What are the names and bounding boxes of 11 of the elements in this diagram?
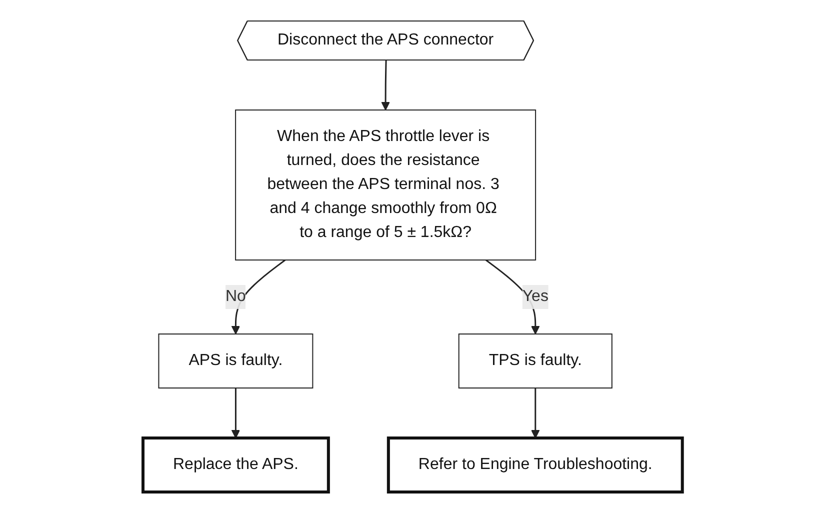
- node-box: APS is faulty.: [158, 333, 314, 388]
- arrow: [232, 388, 240, 438]
- arrow: [381, 60, 390, 110]
- node-box: Replace the APS.: [142, 436, 330, 493]
- arrow: [531, 388, 540, 438]
- edge-label: Yes: [522, 288, 549, 304]
- node-box: When the APS throttle lever is turned, does the resistance between the APS terminal nos. 3 and 4 change smoothly from 0Ω to a range of 5 ± 1.5kΩ?: [235, 109, 536, 260]
- node-box: Refer to Engine Troubleshooting.: [387, 436, 684, 493]
- node-box: TPS is faulty.: [458, 333, 613, 388]
- edge-label: No: [226, 288, 246, 304]
- arrow: [232, 258, 286, 334]
